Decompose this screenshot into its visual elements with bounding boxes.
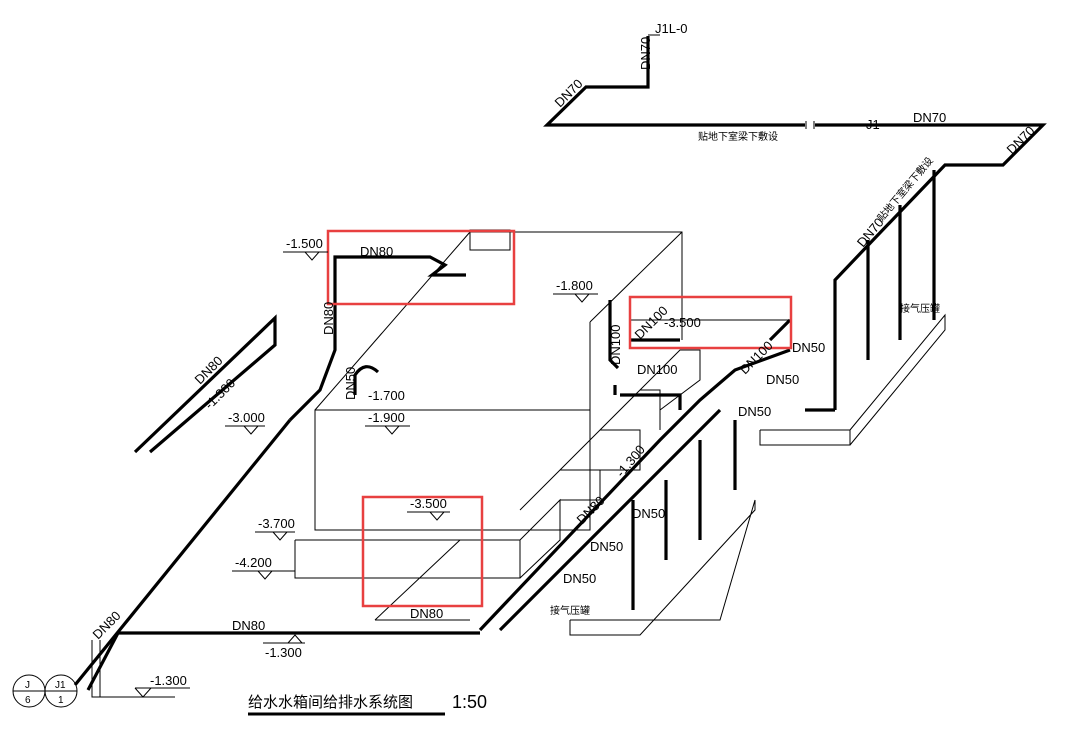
riser-tag: J1L-0: [655, 21, 688, 36]
dim-label: DN70: [638, 37, 653, 70]
dim-label: DN50: [766, 372, 799, 387]
dim-label: DN80: [360, 244, 393, 259]
index-mark: J 6: [12, 674, 46, 708]
elevation-label: -1.300: [265, 645, 302, 660]
dim-label: DN50: [632, 506, 665, 521]
note-diag: 贴地下室梁下敷设: [874, 154, 935, 224]
pipe-tag: J1: [866, 117, 880, 132]
index-mark: J1 1: [44, 674, 78, 708]
index-top: J1: [55, 680, 66, 691]
index-top: J: [25, 680, 30, 691]
dim-label: DN80: [90, 608, 124, 642]
elevation-label: -1.300: [150, 673, 187, 688]
dim-label: DN80: [574, 493, 608, 527]
highlight-box: [361, 495, 484, 608]
elevation-label: -1.300: [613, 442, 648, 480]
elevation-label: -1.900: [368, 410, 405, 425]
elevation-markers: [134, 251, 598, 698]
elevation-label: -3.000: [228, 410, 265, 425]
top-supply-pipe: [543, 34, 1047, 360]
elevation-label: -3.500: [410, 496, 447, 511]
highlight-box: [326, 229, 516, 306]
bottom-supply-pipe: [73, 314, 480, 698]
dim-label: DN50: [563, 571, 596, 586]
dim-label: DN100: [637, 362, 677, 377]
note-pressure-tank: 接气压罐: [550, 604, 590, 617]
drawing-title: 给水水箱间给排水系统图: [248, 694, 413, 711]
note-pressure-tank: 接气压罐: [900, 302, 940, 315]
dim-label: DN50: [343, 367, 358, 400]
index-bottom: 6: [25, 695, 31, 706]
dim-label: DN50: [792, 340, 825, 355]
index-bottom: 1: [58, 695, 64, 706]
water-tank: [294, 229, 701, 579]
equipment-bases: [569, 313, 946, 636]
note-under-beam: 贴地下室梁下敷设: [698, 130, 778, 143]
dim-label: DN50: [738, 404, 771, 419]
dim-label: DN70: [913, 110, 946, 125]
highlight-box: [628, 295, 793, 350]
drawing-scale: 1:50: [452, 692, 487, 712]
dim-label: DN80: [321, 302, 336, 335]
elevation-label: -1.800: [556, 278, 593, 293]
dim-label: DN80: [232, 618, 265, 633]
tank-pipes: [288, 255, 792, 632]
dim-label: DN70: [1004, 123, 1038, 157]
elevation-label: -1.700: [368, 388, 405, 403]
dim-label: DN50: [590, 539, 623, 554]
elevation-label: -3.500: [664, 315, 701, 330]
dim-label: DN80: [410, 606, 443, 621]
elevation-label: -1.500: [286, 236, 323, 251]
dim-label: DN100: [608, 325, 623, 365]
elevation-label: -3.700: [258, 516, 295, 531]
elevation-label: -4.200: [235, 555, 272, 570]
